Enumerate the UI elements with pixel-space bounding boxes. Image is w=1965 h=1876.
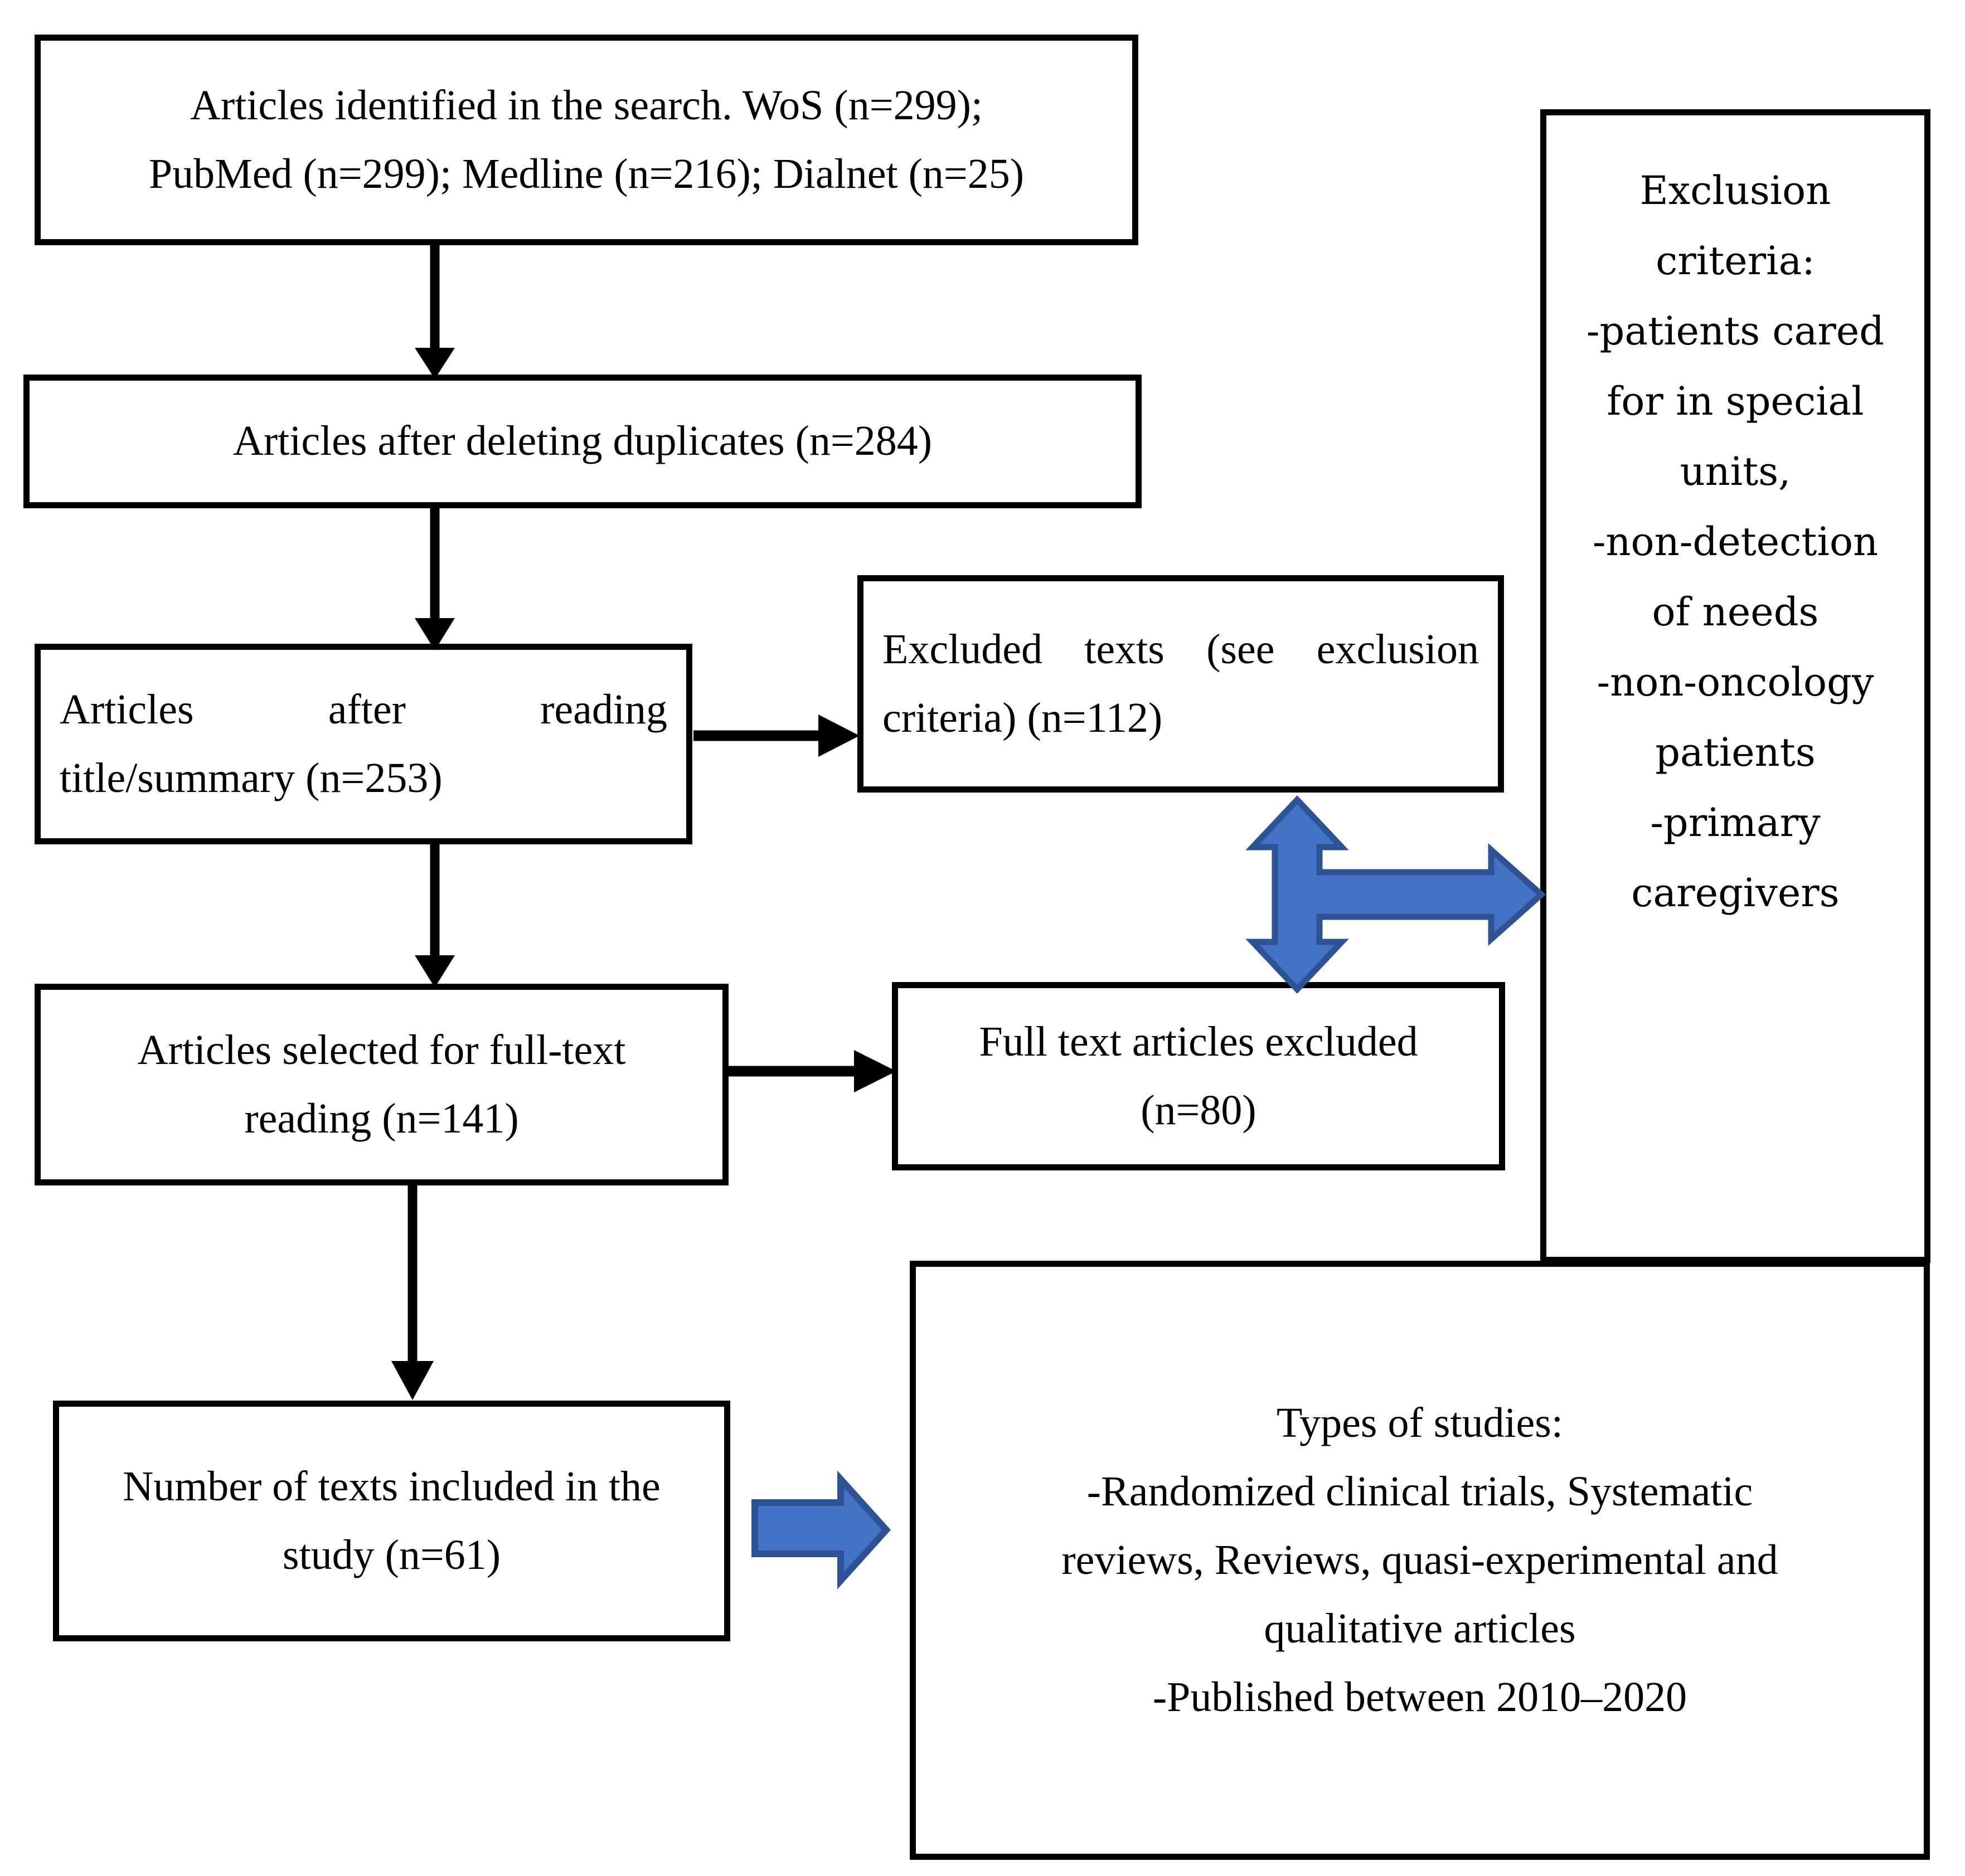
box-after-deleting-duplicates: Articles after deleting duplicates (n=28…	[23, 375, 1142, 508]
box-articles-identified-line-2: PubMed (n=299); Medline (n=216); Dialnet…	[148, 150, 1025, 197]
box-articles-identified: Articles identified in the search. WoS (…	[35, 35, 1138, 245]
box-after-reading-title-summary: Articles after reading title/summary (n=…	[35, 644, 692, 844]
box-exclusion-criteria-line-6: -non-detection	[1592, 519, 1879, 565]
box-articles-identified-line-1: Articles identified in the search. WoS (…	[190, 81, 983, 129]
box-exclusion-criteria-line-11: caregivers	[1631, 870, 1840, 916]
box-exclusion-criteria-line-8: -non-oncology	[1597, 659, 1874, 705]
box-exclusion-criteria-line-10: -primary	[1650, 800, 1821, 845]
box-number-of-texts-included-line-1: Number of texts included in the	[123, 1462, 661, 1510]
box-exclusion-criteria: Exclusion criteria: -patients cared for …	[1540, 109, 1930, 1263]
box-after-deleting-duplicates-line-1: Articles after deleting duplicates (n=28…	[232, 417, 933, 465]
box-after-reading-title-summary-line-2: title/summary (n=253)	[60, 755, 443, 801]
connector-fulltext-to-included	[368, 1182, 457, 1404]
box-articles-selected-fulltext-line-2: reading (n=141)	[244, 1095, 519, 1142]
box-articles-selected-fulltext-line-1: Articles selected for full-text	[137, 1026, 626, 1073]
connector-identified-to-duplicates	[390, 241, 479, 380]
box-excluded-texts: Excluded texts (see exclusion criteria) …	[857, 575, 1504, 793]
box-fulltext-articles-excluded-line-1: Full text articles excluded	[979, 1018, 1418, 1065]
box-fulltext-articles-excluded-line-2: (n=80)	[1141, 1087, 1256, 1134]
box-exclusion-criteria-line-4: for in special	[1607, 378, 1864, 424]
box-types-of-studies-line-3: reviews, Reviews, quasi-experimental and	[1061, 1536, 1778, 1583]
box-types-of-studies-line-5: -Published between 2010–2020	[1152, 1674, 1687, 1721]
box-exclusion-criteria-line-7: of needs	[1652, 589, 1819, 635]
box-number-of-texts-included-line-2: study (n=61)	[282, 1532, 501, 1578]
box-exclusion-criteria-line-9: patients	[1655, 730, 1816, 775]
box-exclusion-criteria-line-2: criteria:	[1656, 238, 1815, 284]
box-exclusion-criteria-line-3: -patients cared	[1586, 308, 1885, 354]
box-exclusion-criteria-line-5: units,	[1680, 449, 1791, 494]
box-number-of-texts-included: Number of texts included in the study (n…	[53, 1401, 730, 1641]
box-types-of-studies-line-4: qualitative articles	[1264, 1605, 1576, 1653]
box-types-of-studies-line-1: Types of studies:	[1277, 1399, 1563, 1446]
box-fulltext-articles-excluded: Full text articles excluded (n=80)	[892, 982, 1505, 1170]
box-articles-selected-fulltext: Articles selected for full-text reading …	[35, 984, 729, 1185]
box-types-of-studies: Types of studies: -Randomized clinical t…	[910, 1261, 1930, 1860]
box-excluded-texts-line-1: Excluded texts (see exclusion	[882, 625, 1479, 673]
box-types-of-studies-line-2: -Randomized clinical trials, Systematic	[1086, 1467, 1753, 1515]
blue-three-way-arrow	[1245, 783, 1592, 1006]
box-after-reading-title-summary-line-1: Articles after reading	[60, 686, 667, 733]
connector-fulltext-to-excluded-80	[725, 1038, 903, 1105]
connector-title-summary-to-excluded-texts	[691, 702, 864, 769]
box-excluded-texts-line-2: criteria) (n=112)	[882, 694, 1163, 741]
connector-title-summary-to-fulltext	[390, 840, 479, 991]
blue-right-arrow	[747, 1470, 931, 1590]
connector-duplicates-to-title-summary	[390, 504, 479, 652]
box-exclusion-criteria-line-1: Exclusion	[1639, 168, 1831, 213]
